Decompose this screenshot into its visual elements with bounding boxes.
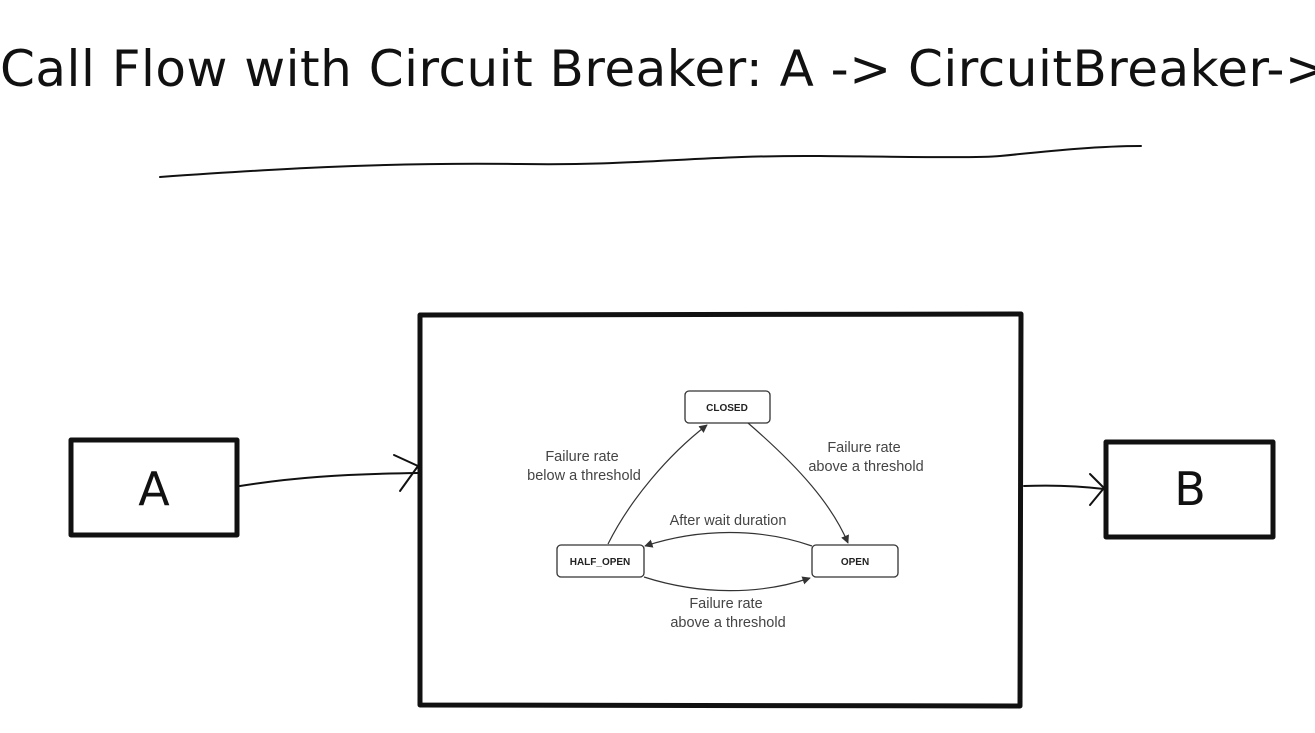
label-closed-to-open: Failure rate above a threshold: [808, 440, 923, 475]
label-half-open-to-closed: Failure rate below a threshold: [527, 449, 641, 484]
label-half-open-to-open-line1: Failure rate: [689, 596, 762, 612]
label-half-open-to-open: Failure rate above a threshold: [670, 596, 785, 631]
label-closed-to-open-line1: Failure rate: [827, 440, 900, 456]
node-a-label: A: [138, 462, 170, 516]
label-half-open-to-closed-line2: below a threshold: [527, 468, 641, 484]
diagram-title: Call Flow with Circuit Breaker: A -> Cir…: [0, 40, 1315, 98]
arrow-a-to-breaker: [239, 454, 419, 492]
node-b: B: [1103, 439, 1276, 540]
label-open-to-half-open: After wait duration: [670, 513, 787, 529]
label-open-to-half-open-line1: After wait duration: [670, 513, 787, 529]
node-a: A: [68, 437, 240, 538]
state-half-open-label: HALF_OPEN: [570, 557, 631, 568]
label-closed-to-open-line2: above a threshold: [808, 459, 923, 475]
label-half-open-to-open-line2: above a threshold: [670, 615, 785, 631]
state-closed-label: CLOSED: [706, 403, 748, 414]
edge-half-open-to-open: [643, 576, 811, 592]
edge-half-open-to-closed: [607, 424, 708, 545]
node-b-label: B: [1174, 462, 1206, 516]
state-closed: CLOSED: [684, 390, 771, 424]
edge-open-to-half-open: [644, 531, 813, 548]
title-underline: [159, 145, 1142, 178]
state-open: OPEN: [811, 544, 899, 578]
label-half-open-to-closed-line1: Failure rate: [545, 449, 618, 465]
state-half-open: HALF_OPEN: [556, 544, 645, 578]
edge-closed-to-open: [747, 422, 849, 544]
state-open-label: OPEN: [841, 557, 869, 568]
arrow-breaker-to-b: [1023, 473, 1105, 506]
circuit-breaker-box: [417, 311, 1024, 709]
